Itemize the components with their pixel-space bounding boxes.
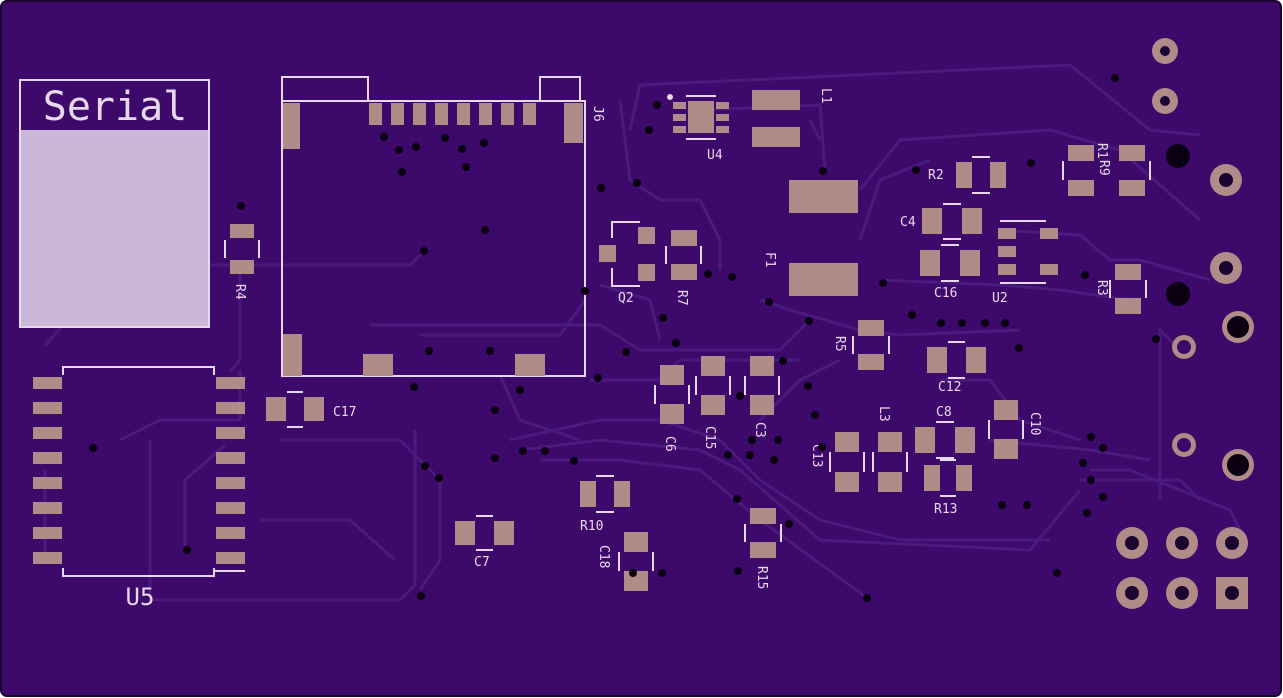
inductor-l1: L1 (752, 88, 833, 147)
through-hole-pads (1152, 38, 1254, 481)
label-u5: U5 (126, 583, 155, 611)
capacitor-c3: C3 (744, 356, 780, 438)
capacitor-c4: C4 (900, 203, 982, 240)
capacitor-c6: C6 (654, 365, 690, 452)
sd-pad (523, 103, 536, 125)
u5-outline (62, 366, 215, 375)
label-c10: C10 (1027, 412, 1042, 435)
label-r9: R9 (1096, 160, 1111, 176)
label-r3: R3 (1094, 280, 1109, 296)
label-outline (19, 79, 210, 328)
sd-pad (413, 103, 426, 125)
ic-u4: U4 (667, 94, 729, 163)
sd-mount-pad (564, 103, 583, 143)
sd-mount-pad (363, 354, 393, 376)
label-c17: C17 (333, 405, 356, 420)
label-c3: C3 (752, 422, 767, 438)
u5-right-pads (216, 377, 245, 564)
label-c4: C4 (900, 215, 916, 230)
resistor-r5: R5 (832, 320, 890, 370)
label-u2: U2 (992, 291, 1008, 306)
resistor-r9: R9 (1096, 145, 1151, 196)
resistor-r2: R2 (928, 156, 1006, 194)
sd-mount-pad (283, 334, 302, 376)
label-r7: R7 (674, 290, 689, 306)
transistor-q2: Q2 (599, 221, 655, 306)
ic-u2: U2 (992, 220, 1058, 306)
connector-notch-right (539, 76, 581, 101)
sd-pad (457, 103, 470, 125)
sd-card-connector: J6 (281, 76, 605, 377)
resistor-r3: R3 (1094, 264, 1147, 314)
fuse-f1: F1 (762, 180, 858, 296)
label-r2: R2 (928, 168, 944, 183)
sd-pad (369, 103, 382, 125)
resistor-r15: R15 (744, 508, 782, 589)
sd-pad (435, 103, 448, 125)
inductor-l3: L3 (872, 406, 908, 492)
pin-header (1116, 527, 1248, 609)
resistor-r13: R13 (924, 459, 972, 517)
label-j6: J6 (590, 106, 605, 122)
label-c7: C7 (474, 555, 490, 570)
label-c15: C15 (702, 426, 717, 449)
label-r13: R13 (934, 502, 957, 517)
capacitor-c10: C10 (988, 400, 1042, 459)
capacitor-c13: C13 (809, 432, 865, 492)
label-r4: R4 (232, 284, 247, 300)
label-q2: Q2 (618, 291, 634, 306)
u5-module: U5 (33, 366, 245, 611)
label-c18: C18 (596, 545, 611, 568)
connector-notch-left (281, 76, 369, 101)
label-l1: L1 (818, 88, 833, 104)
capacitor-c18: C18 (596, 532, 654, 591)
capacitor-c15: C15 (695, 356, 731, 449)
sd-pad (391, 103, 404, 125)
capacitor-c17: C17 (266, 391, 356, 428)
label-r15: R15 (754, 566, 769, 589)
label-r1: R1 (1094, 143, 1109, 159)
capacitor-c12: C12 (927, 341, 986, 395)
sd-mount-pad (283, 103, 300, 149)
serial-label-text: Serial (43, 84, 188, 130)
label-area (21, 130, 209, 326)
label-c12: C12 (938, 380, 961, 395)
connector-outline (281, 100, 586, 377)
label-c8: C8 (936, 405, 952, 420)
capacitor-c7: C7 (455, 515, 514, 570)
sd-pad (479, 103, 492, 125)
resistor-r10: R10 (580, 475, 630, 534)
label-l3: L3 (876, 406, 891, 422)
serial-label-box: Serial (19, 79, 210, 328)
u5-left-pads (33, 377, 62, 564)
resistor-r4: R4 (224, 224, 260, 300)
sd-pad (501, 103, 514, 125)
resistor-r7: R7 (665, 230, 702, 306)
vias (89, 74, 1160, 602)
label-u4: U4 (707, 148, 723, 163)
resistor-r1: R1 (1062, 143, 1109, 196)
label-c16: C16 (934, 286, 957, 301)
sd-mount-pad (515, 354, 545, 376)
label-r10: R10 (580, 519, 603, 534)
capacitor-c8: C8 (915, 405, 975, 459)
label-f1: F1 (762, 252, 777, 268)
capacitor-c16: C16 (920, 244, 980, 301)
label-r5: R5 (832, 336, 847, 352)
label-c6: C6 (662, 436, 677, 452)
